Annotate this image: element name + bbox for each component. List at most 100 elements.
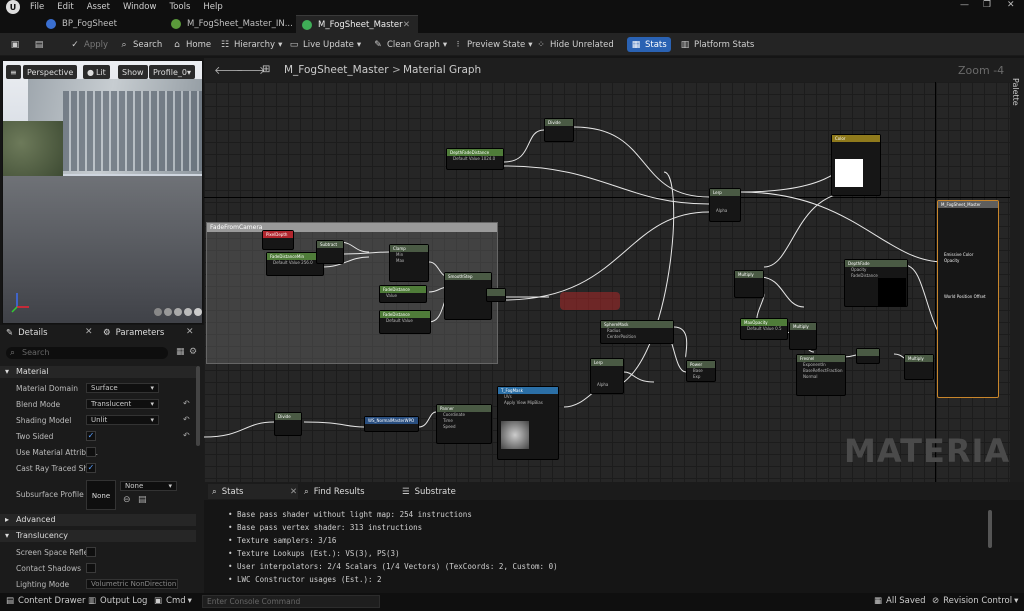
section-material[interactable]: ▾Material [0, 366, 196, 378]
subsurface-thumbnail[interactable]: None [86, 480, 116, 510]
lit-button[interactable]: ●Lit [83, 65, 110, 79]
all-saved-button[interactable]: ▦All Saved [874, 596, 926, 606]
details-search-input[interactable]: Search [6, 347, 168, 359]
hierarchy-button[interactable]: ☷Hierarchy▾ [220, 37, 282, 52]
tab-substrate[interactable]: ☰Substrate [402, 484, 456, 499]
content-drawer-button[interactable]: ▤Content Drawer [6, 596, 85, 606]
save-button[interactable]: ▣ [10, 37, 24, 52]
world-position-node[interactable]: WS_NormalMasterWPO [364, 416, 419, 432]
one-minus-node[interactable] [486, 288, 506, 302]
platform-stats-button[interactable]: ▥Platform Stats [680, 37, 755, 52]
default-value[interactable]: 1024.0 [481, 156, 496, 161]
close-parameters-icon[interactable]: ✕ [186, 327, 194, 337]
breadcrumb-root[interactable]: M_FogSheet_Master [284, 64, 389, 76]
use-material-attributes-checkbox[interactable] [86, 447, 96, 457]
multiply-node-1[interactable]: Multiply [734, 270, 764, 298]
viewport-menu-button[interactable]: ≡ [6, 65, 21, 79]
stats-scrollbar[interactable] [988, 510, 992, 548]
tab-m-fogsheet-master[interactable]: M_FogSheet_Master ✕ [296, 15, 418, 33]
preview-state-button[interactable]: ⁝Preview State▾ [453, 37, 533, 52]
divide-node[interactable]: Divide [544, 118, 574, 142]
tab-details[interactable]: ✎Details [6, 325, 48, 340]
apply-button[interactable]: ✓Apply [70, 37, 108, 52]
unreal-logo-icon[interactable]: U [6, 0, 20, 14]
reset-blend-mode-icon[interactable]: ↶ [183, 399, 190, 408]
console-command-input[interactable]: Enter Console Command [202, 595, 380, 608]
section-advanced[interactable]: ▸Advanced [0, 514, 196, 526]
contact-shadows-checkbox[interactable] [86, 563, 96, 573]
home-button[interactable]: ⌂Home [172, 37, 211, 52]
pixel-depth-node[interactable]: PixelDepth [262, 230, 294, 250]
revision-control-button[interactable]: ⊘Revision Control▾ [932, 596, 1018, 606]
perspective-button[interactable]: Perspective [23, 65, 78, 79]
menu-window[interactable]: Window [122, 2, 157, 12]
tab-parameters[interactable]: ⚙Parameters [103, 325, 164, 340]
error-reroute-bubble[interactable] [560, 292, 620, 310]
clean-graph-button[interactable]: ✎Clean Graph▾ [373, 37, 447, 52]
close-tab-icon[interactable]: ✕ [402, 19, 410, 30]
palette-panel[interactable]: Palette [1010, 58, 1024, 482]
minimize-icon[interactable]: — [960, 0, 969, 10]
saturate-node[interactable] [856, 348, 880, 364]
subsurface-profile-dropdown[interactable]: None▾ [120, 481, 177, 491]
material-output-node[interactable]: M_FogSheet_Master Emissive Color Opacity… [937, 200, 999, 398]
output-log-button[interactable]: ▥Output Log [88, 596, 147, 606]
shading-model-dropdown[interactable]: Unlit▾ [86, 415, 159, 425]
breadcrumb-leaf[interactable]: Material Graph [403, 64, 482, 76]
menu-help[interactable]: Help [203, 2, 223, 12]
color-param-node[interactable]: Color [831, 134, 881, 196]
search-button[interactable]: ⌕Search [119, 37, 162, 52]
lighting-mode-dropdown[interactable]: Volumetric NonDirection [86, 579, 178, 589]
smoothstep-node[interactable]: SmoothStep [444, 272, 492, 320]
forward-arrow-icon[interactable]: 🡒 [236, 64, 266, 77]
menu-tools[interactable]: Tools [169, 2, 191, 12]
cast-ray-traced-checkbox[interactable]: ✓ [86, 463, 96, 473]
stats-toggle-button[interactable]: ▦Stats [627, 37, 671, 52]
menu-asset[interactable]: Asset [86, 2, 110, 12]
blend-mode-dropdown[interactable]: Translucent▾ [86, 399, 159, 409]
close-stats-icon[interactable]: ✕ [290, 486, 298, 497]
divide-node-2[interactable]: Divide [274, 412, 302, 436]
material-domain-dropdown[interactable]: Surface▾ [86, 383, 159, 393]
reset-two-sided-icon[interactable]: ↶ [183, 431, 190, 440]
gear-icon[interactable]: ⚙ [189, 347, 198, 357]
reset-shading-model-icon[interactable]: ↶ [183, 415, 190, 424]
show-button[interactable]: Show [118, 65, 148, 79]
tab-stats[interactable]: ⌕Stats✕ [208, 484, 298, 499]
close-details-icon[interactable]: ✕ [85, 327, 93, 337]
tab-find-results[interactable]: ⌕Find Results [304, 484, 365, 499]
menu-file[interactable]: File [30, 2, 45, 12]
live-update-button[interactable]: ▭Live Update▾ [289, 37, 361, 52]
menu-edit[interactable]: Edit [57, 2, 74, 12]
multiply-node-3[interactable]: Multiply [904, 354, 934, 380]
two-sided-checkbox[interactable]: ✓ [86, 431, 96, 441]
profile-button[interactable]: Profile_0▾ [149, 65, 195, 79]
multiply-node-2[interactable]: Multiply [789, 322, 817, 350]
hide-unrelated-button[interactable]: ⁘Hide Unrelated [536, 37, 614, 52]
default-value[interactable]: 0.5 [775, 326, 782, 331]
restore-icon[interactable]: ❐ [983, 0, 992, 10]
details-scrollbar[interactable] [196, 366, 200, 446]
use-selected-icon[interactable]: ⊖ [123, 495, 131, 505]
close-window-icon[interactable]: ✕ [1007, 0, 1015, 10]
default-value[interactable]: 256.0 [301, 260, 313, 265]
browse-asset-icon[interactable]: ▤ [138, 495, 147, 505]
preview-viewport[interactable]: ≡ Perspective ●Lit Show Profile_0▾ [2, 60, 203, 324]
preview-shape-icons[interactable] [153, 307, 203, 317]
section-translucency[interactable]: ▾Translucency [0, 530, 196, 542]
cmd-button[interactable]: ▣Cmd▾ [154, 596, 192, 606]
material-graph-canvas[interactable]: FadeFromCamera [204, 82, 1010, 482]
